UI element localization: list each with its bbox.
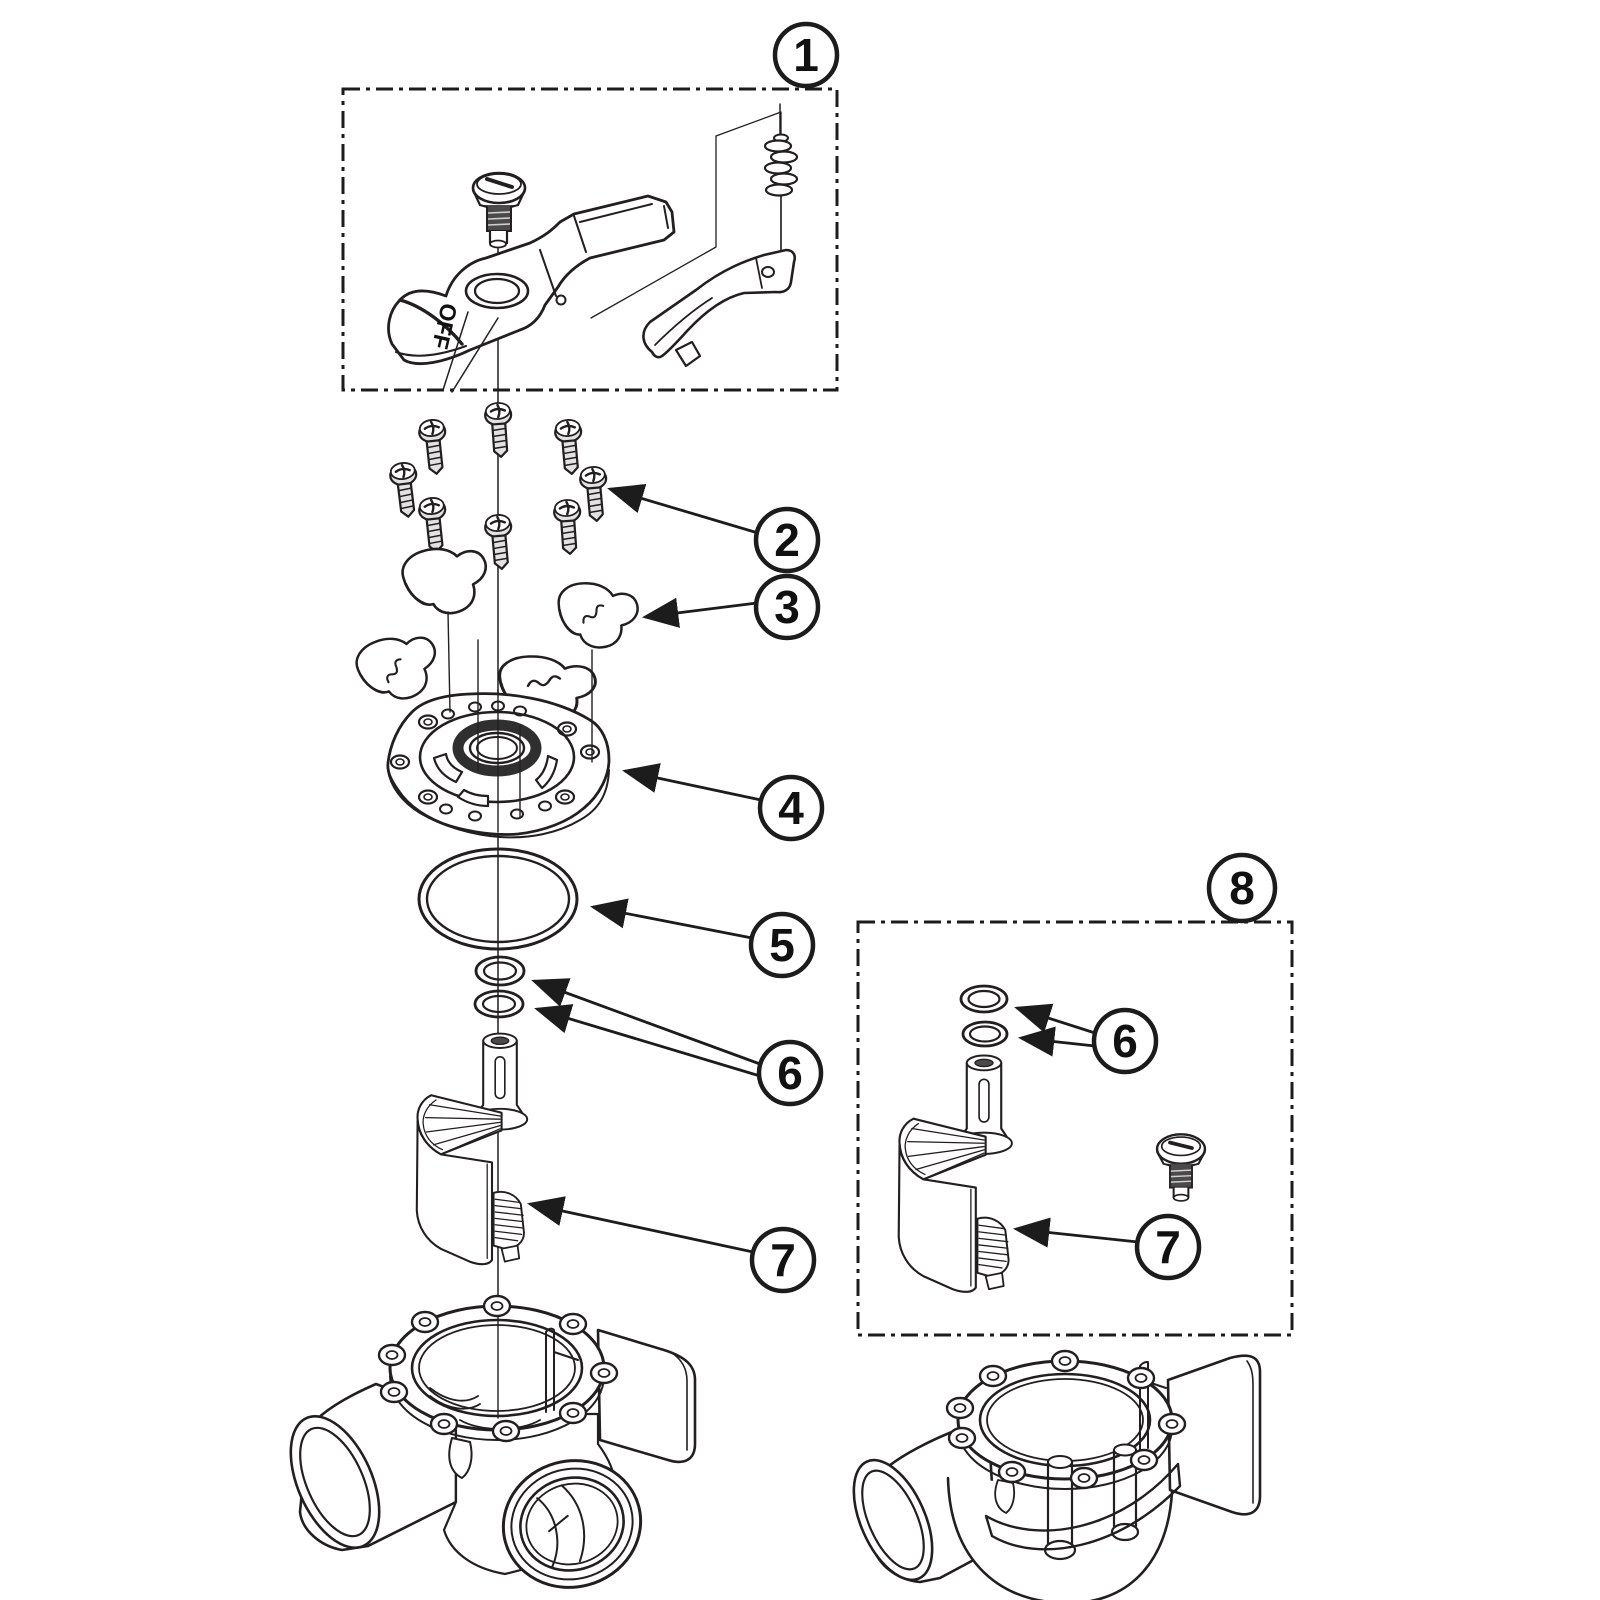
svg-text:1: 1 [793, 29, 819, 81]
bearing-ring [452, 719, 542, 777]
svg-text:7: 7 [1155, 1221, 1181, 1273]
handle-assembly: OFF [387, 133, 799, 393]
svg-text:5: 5 [769, 919, 795, 971]
flange-lugs-3port [377, 1294, 619, 1443]
tab-leader-lines [447, 611, 593, 833]
port-right-2p [1166, 1354, 1262, 1516]
callout-7-right: 7 [1134, 1213, 1202, 1281]
o-ring-large [417, 847, 579, 951]
valve-handle: OFF [387, 194, 676, 393]
cover-plate [386, 611, 611, 839]
callout-6-right: 6 [1091, 1007, 1159, 1075]
o-rings-small-left [473, 955, 526, 1019]
cover-plate-holes [389, 700, 601, 822]
callout-8: 8 [1206, 852, 1278, 924]
valve-body-3port [289, 1294, 697, 1589]
svg-text:7: 7 [770, 1234, 796, 1286]
callout-1: 1 [772, 21, 840, 89]
svg-text:3: 3 [774, 581, 800, 633]
kit-box-8 [856, 920, 1294, 1337]
handle-spring [763, 133, 799, 197]
handle-cam-lever [642, 248, 797, 368]
callout-5: 5 [748, 911, 816, 979]
callout-6-left: 6 [756, 1039, 824, 1107]
svg-text:6: 6 [777, 1047, 803, 1099]
svg-text:2: 2 [774, 514, 800, 566]
service-kit-contents [897, 984, 1207, 1293]
leader-arrows [527, 483, 1139, 1254]
callout-2: 2 [753, 506, 821, 574]
valve-body-2port [852, 1349, 1262, 1600]
callout-3: 3 [753, 573, 821, 641]
kit-box-1 [341, 87, 839, 392]
o-rings-small-right [959, 984, 1009, 1048]
flange-lugs-2port [945, 1349, 1187, 1490]
callout-4: 4 [757, 774, 825, 842]
svg-text:8: 8 [1229, 862, 1255, 914]
port-right [596, 1328, 697, 1464]
port-front [501, 1459, 643, 1589]
handle-knob-screw [471, 171, 527, 249]
svg-text:4: 4 [778, 782, 804, 834]
interior-posts [1043, 1361, 1167, 1561]
svg-text:6: 6 [1112, 1015, 1138, 1067]
callout-7-left: 7 [749, 1226, 817, 1294]
seat-band [984, 1462, 1182, 1551]
